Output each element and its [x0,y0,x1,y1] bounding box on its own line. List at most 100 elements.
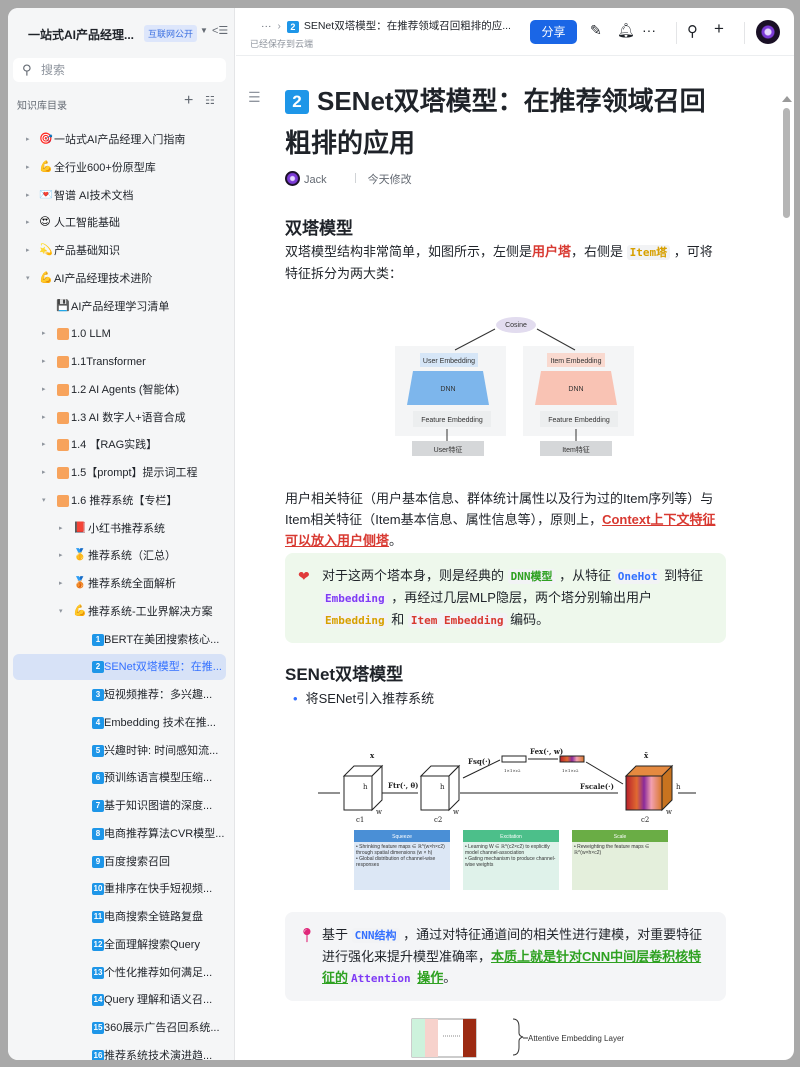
emoji-icon: 💫 [39,244,53,256]
expand-down-icon[interactable]: ▾ [59,607,63,615]
bullet-item: •将SENet引入推荐系统 [293,691,435,706]
expand-right-icon[interactable]: ▸ [42,469,46,476]
number-icon: 11 [92,911,104,923]
dim-label: 1×1×c2 [504,768,521,773]
emoji-icon: 💪 [39,271,53,284]
expand-right-icon[interactable]: ▸ [42,330,46,338]
sidebar-item[interactable]: ▸ 1.1Transformer [13,349,226,375]
more-breadcrumb-button[interactable]: ··· [261,20,272,32]
c1-label: c1 [356,816,364,824]
sidebar-item[interactable]: ▸🥇推荐系统（汇总） [13,543,226,569]
sidebar-item[interactable]: ▸💌智谱 AI技术文档 [13,183,226,209]
sidebar-item-label: 1.6 推荐系统【专栏】 [71,494,178,507]
more-icon[interactable]: ··· [642,22,656,38]
paragraph-intro: 双塔模型结构非常简单，如图所示，左侧是用户塔，右侧是 Item塔 ，可将特征拆分… [285,244,713,281]
expand-right-icon[interactable]: ▸ [26,163,30,171]
sidebar-item-label: 1.1Transformer [71,356,146,368]
expand-right-icon[interactable]: ▸ [42,413,46,421]
sidebar-item[interactable]: ▸🎯一站式AI产品经理入门指南 [13,127,226,153]
excitation-title: Excitation [500,834,522,840]
add-icon[interactable]: + [714,19,724,38]
expand-down-icon[interactable]: ▾ [26,274,30,282]
sidebar-item[interactable]: ▸🥉推荐系统全面解析 [13,571,226,597]
sidebar-item[interactable]: ▾💪推荐系统-工业界解决方案 [13,599,226,625]
sidebar-item-label: 百度搜索召回 [104,855,170,868]
edit-icon[interactable]: ✎ [590,22,602,38]
add-icon[interactable]: + [184,92,194,109]
expand-right-icon[interactable]: ▸ [26,191,30,199]
sidebar-item-label: 全面理解搜索Query [104,938,200,951]
expand-down-icon[interactable]: ▾ [42,496,46,504]
sidebar-item[interactable]: ▸💫产品基础知识 [13,238,226,264]
author-name[interactable]: Jack [304,174,327,186]
sidebar-item[interactable]: ▸💪全行业600+份原型库 [13,155,226,181]
scroll-up-arrow[interactable] [782,96,792,102]
list-settings-icon[interactable]: ☷ [205,95,215,107]
sidebar-item[interactable]: ▸1.5【prompt】提示词工程 [13,460,226,486]
ftr-label: Ftr(·, θ) [388,781,419,790]
collapse-sidebar-icon[interactable]: <☰ [212,25,229,37]
user-avatar[interactable] [756,20,780,44]
sidebar-item[interactable]: ▸1.4 【RAG实践】 [13,432,226,458]
w-label: w [666,808,672,816]
expand-right-icon[interactable]: ▸ [59,552,63,560]
search-input[interactable]: ⚲搜索 [13,58,226,82]
scrollbar[interactable] [782,96,792,218]
scroll-thumb[interactable] [782,108,790,218]
search-icon: ⚲ [22,62,32,77]
expand-right-icon[interactable]: ▸ [26,136,30,143]
emoji-icon: 💪 [73,604,87,617]
paragraph-features: 用户相关特征（用户基本信息、群体统计属性以及行为过的Item序列等）与Item相… [285,491,716,548]
breadcrumb-current[interactable]: SENet双塔模型：在推荐领域召回粗排的应... [303,20,511,32]
caret-down-icon[interactable]: ▼ [200,26,208,35]
sidebar-item-label: 一站式AI产品经理入门指南 [54,134,186,146]
doc-number-icon: 2 [286,21,299,33]
c2-label: c2 [641,816,649,824]
sidebar-item-label: 小红书推荐系统 [88,522,165,535]
callout-dnn: ❤对于这两个塔本身，则是经典的 DNN模型 ，从特征 OneHot 到特征 Em… [285,553,726,643]
kb-title[interactable]: 一站式AI产品经理... [28,28,135,42]
sidebar-item[interactable]: ▾💪AI产品经理技术进阶 [13,266,226,292]
callout-cnn: 📍︎基于 CNN结构 ，通过对特征通道间的相关性进行建模，对重要特征进行强化来提… [285,912,726,1001]
bell-icon[interactable]: 🔔︎ [617,22,635,38]
expand-right-icon[interactable]: ▸ [59,524,63,532]
sidebar-item[interactable]: ▸1.2 AI Agents (智能体) [13,377,226,403]
number-icon: 10 [92,883,104,896]
number-icon: 6 [92,772,104,785]
number-icon: 14 [92,994,104,1007]
sidebar-item[interactable]: ▸1.0 LLM [13,321,226,347]
expand-right-icon[interactable]: ▸ [42,441,46,449]
sidebar-item[interactable]: ▾ 1.6 推荐系统【专栏】 [13,488,226,514]
expand-right-icon[interactable]: ▸ [42,358,46,365]
outline-icon[interactable]: ☰ [248,89,261,105]
expand-right-icon[interactable]: ▸ [26,219,30,227]
sidebar-item[interactable]: ▸📕小红书推荐系统 [13,516,226,542]
expand-right-icon[interactable]: ▸ [26,247,30,254]
expand-right-icon[interactable]: ▸ [59,580,63,587]
sidebar-item[interactable]: ▸1.3 AI 数字人+语音合成 [13,405,226,431]
sidebar-item[interactable]: 💾AI产品经理学习清单 [13,294,226,320]
sidebar-item[interactable]: ▸😍人工智能基础 [13,210,226,236]
search-icon[interactable]: ⚲ [687,23,698,40]
expand-right-icon[interactable]: ▸ [42,385,46,393]
number-icon: 13 [92,966,104,979]
share-button[interactable]: 分享 [530,20,577,44]
